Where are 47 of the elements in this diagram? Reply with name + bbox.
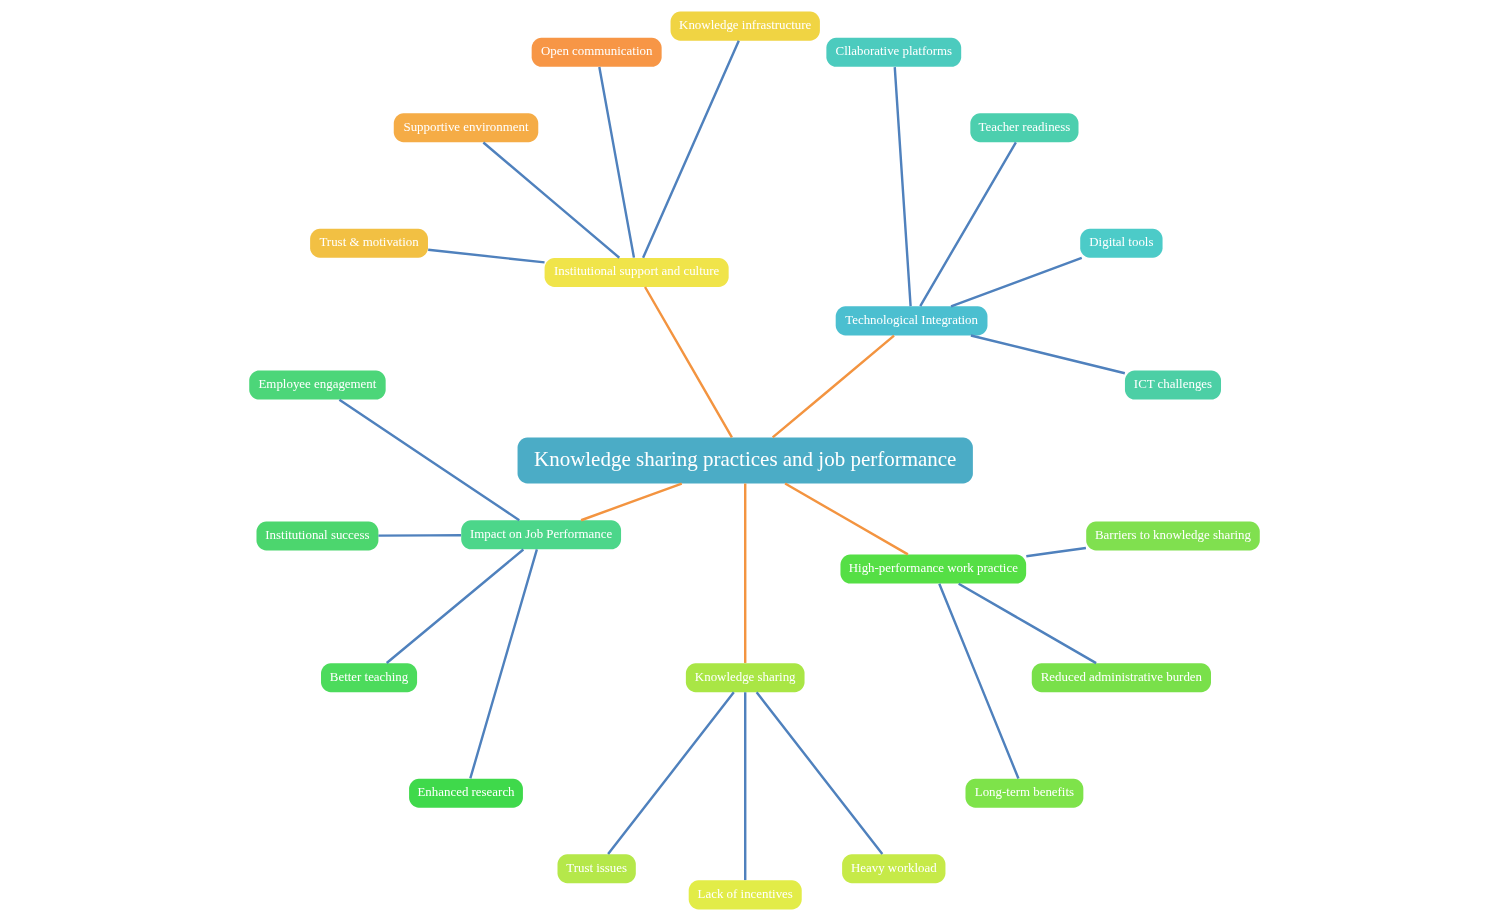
connector (606, 691, 735, 855)
node-box: Open communication (531, 37, 662, 67)
node-box: Long-term benefits (965, 778, 1083, 808)
node-box: Impact on Job Performance (460, 520, 621, 550)
connector (743, 692, 746, 881)
connector (597, 66, 635, 258)
node-box: Digital tools (1079, 228, 1163, 258)
connector (482, 141, 620, 259)
connector (970, 334, 1125, 375)
connector (743, 483, 746, 663)
node-box: Institutional support and culture (544, 257, 729, 287)
node-box: Knowledge infrastructure (670, 11, 820, 41)
node-box: Heavy workload (841, 854, 945, 884)
node-box: Supportive environment (393, 113, 538, 143)
connector (918, 141, 1017, 307)
node-box: Knowledge sharing practices and job performance (517, 437, 973, 484)
connector (427, 248, 545, 264)
connector (641, 40, 740, 259)
connector (755, 691, 883, 855)
connector (950, 256, 1082, 308)
node-box: High-performance work practice (839, 554, 1026, 584)
node-box: Barriers to knowledge sharing (1085, 521, 1260, 551)
node-box: Lack of incentives (688, 880, 802, 910)
connector (771, 334, 895, 439)
node-box: ICT challenges (1124, 370, 1221, 400)
node-box: Employee engagement (248, 370, 386, 400)
node-box: Enhanced research (408, 778, 523, 808)
connector (643, 286, 733, 439)
node-box: Teacher readiness (969, 113, 1078, 143)
node-box: Cllaborative platforms (825, 37, 961, 67)
connector (957, 582, 1097, 665)
node-box: Reduced administrative burden (1031, 663, 1211, 693)
node-box: Institutional success (256, 521, 378, 551)
connector (468, 549, 538, 779)
connector (377, 534, 461, 537)
node-box: Better teaching (320, 663, 417, 693)
connector (580, 482, 682, 522)
connector (1025, 546, 1086, 558)
connector (893, 67, 912, 307)
connector (937, 583, 1020, 779)
node-box: Trust & motivation (309, 228, 428, 258)
node-box: Knowledge sharing (685, 663, 805, 693)
connector (784, 482, 908, 556)
node-box: Technological Integration (835, 306, 987, 336)
node-box: Trust issues (557, 854, 636, 884)
connector (385, 548, 524, 664)
connector (338, 398, 520, 522)
